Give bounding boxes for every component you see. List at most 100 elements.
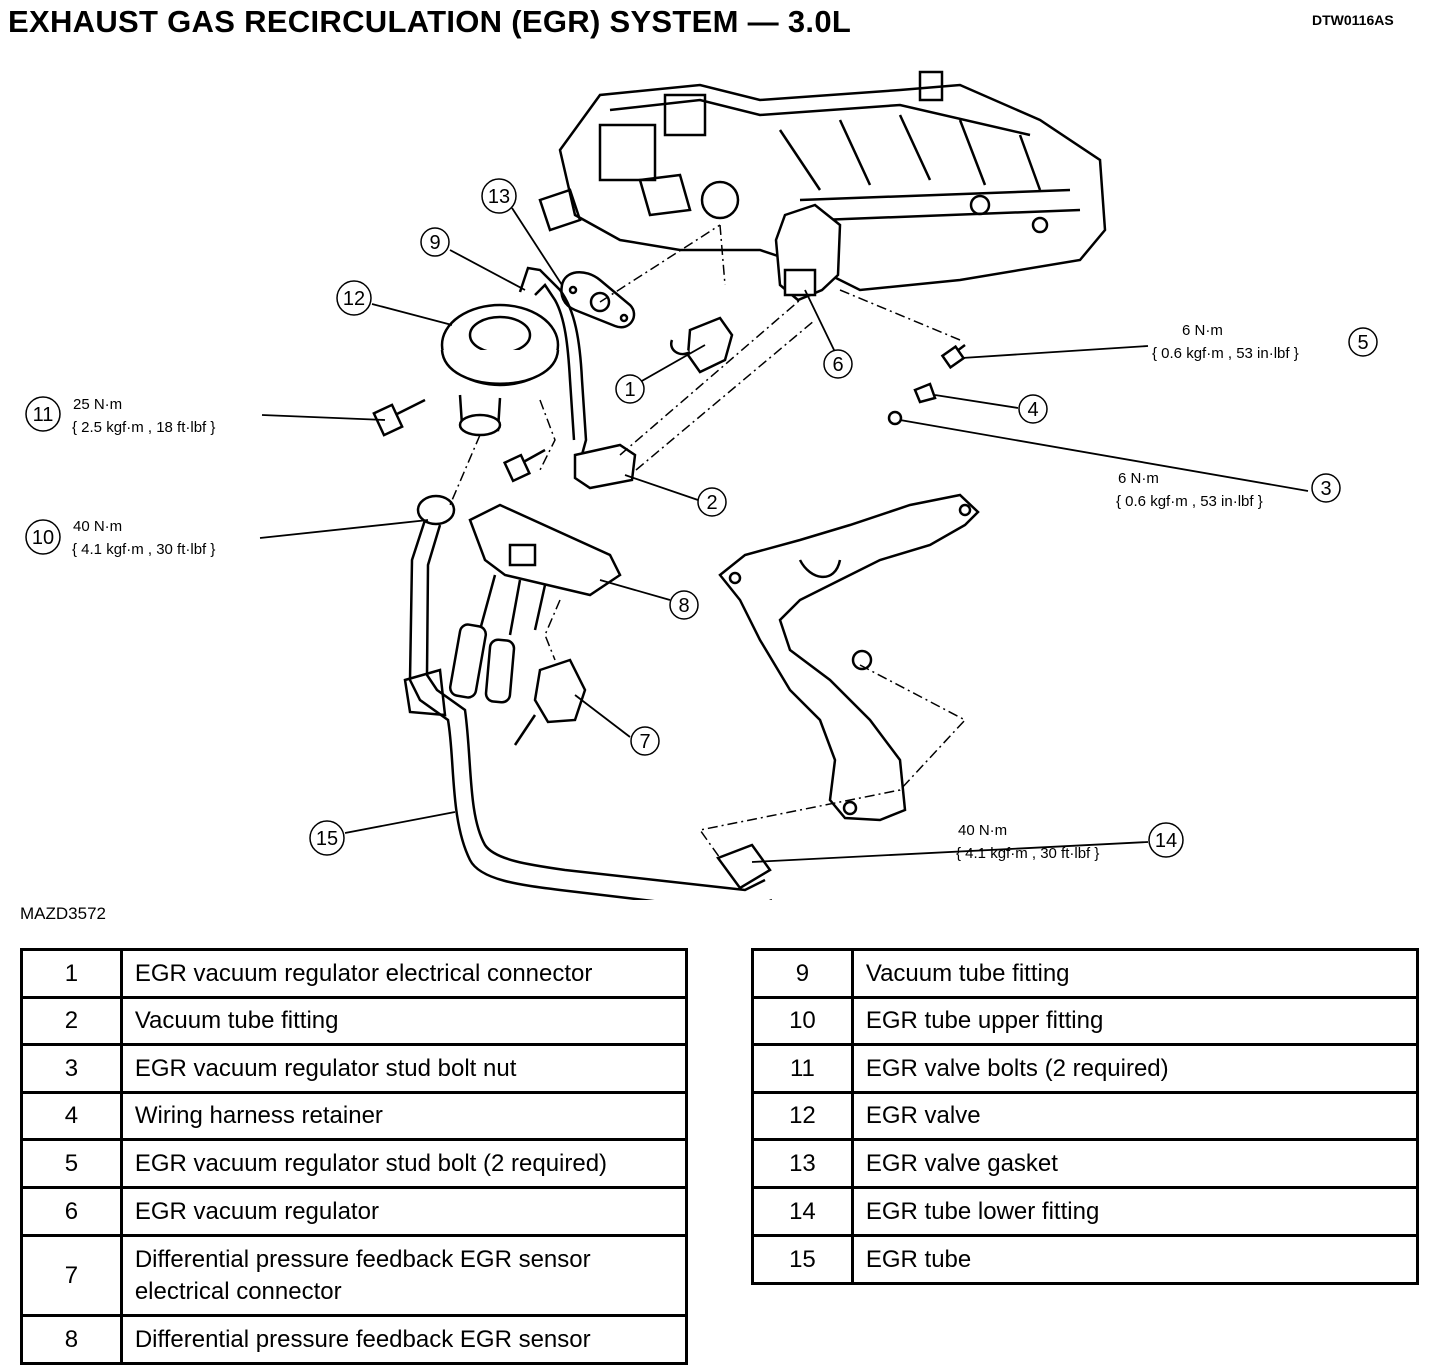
legend-description: EGR valve — [850, 1091, 1420, 1141]
egr-vacuum-regulator — [774, 203, 842, 302]
legend-number: 5 — [20, 1138, 123, 1189]
legend-number: 14 — [751, 1186, 854, 1237]
svg-text:6: 6 — [832, 354, 843, 376]
dpfe-sensor — [468, 503, 622, 636]
callout-13: 13 — [481, 178, 517, 214]
callout-7: 7 — [630, 726, 660, 756]
legend-row: 8 Differential pressure feedback EGR sen… — [20, 1314, 689, 1365]
legend-number: 8 — [20, 1314, 123, 1365]
callout-1: 1 — [615, 374, 645, 404]
svg-text:7: 7 — [639, 731, 650, 753]
svg-text:5: 5 — [1357, 332, 1368, 354]
legend-number: 6 — [20, 1186, 123, 1237]
legend-number: 13 — [751, 1138, 854, 1189]
legend-number: 9 — [751, 948, 854, 999]
legend-row: 15 EGR tube — [751, 1234, 1420, 1285]
legend-row: 14 EGR tube lower fitting — [751, 1186, 1420, 1237]
svg-text:11: 11 — [33, 404, 54, 426]
legend-description: EGR valve bolts (2 required) — [850, 1043, 1420, 1094]
callout-4: 4 — [1018, 394, 1048, 424]
legend-description: EGR tube lower fitting — [850, 1186, 1420, 1237]
egr-valve-gasket — [560, 271, 636, 329]
svg-text:14: 14 — [1155, 830, 1177, 852]
regulator-stud-bolt — [940, 344, 966, 370]
legend-row: 11 EGR valve bolts (2 required) — [751, 1043, 1420, 1094]
legend-description: EGR vacuum regulator — [119, 1186, 689, 1237]
svg-text:25 N·m: 25 N·m — [73, 396, 122, 413]
legend-description: Vacuum tube fitting — [119, 996, 689, 1046]
svg-text:12: 12 — [343, 288, 365, 310]
svg-text:2: 2 — [706, 492, 717, 514]
legend-description: EGR vacuum regulator stud bolt nut — [119, 1043, 689, 1094]
svg-text:{ 0.6 kgf·m , 53 in·lbf }: { 0.6 kgf·m , 53 in·lbf } — [1152, 345, 1299, 362]
svg-text:{ 0.6 kgf·m , 53 in·lbf }: { 0.6 kgf·m , 53 in·lbf } — [1116, 493, 1263, 510]
legend-number: 10 — [751, 996, 854, 1046]
legend-number: 15 — [751, 1234, 854, 1285]
vacuum-tube — [518, 266, 588, 463]
legend-number: 12 — [751, 1091, 854, 1141]
vacuum-tube-fitting — [573, 443, 637, 490]
stud-bolt-nut — [887, 410, 903, 426]
torque-spec-11: 25 N·m { 2.5 kgf·m , 18 ft·lbf } — [72, 396, 215, 436]
legend-table-right: 9 Vacuum tube fitting 10 EGR tube upper … — [751, 948, 1420, 1285]
legend-description-line: Differential pressure feedback EGR senso… — [134, 1245, 591, 1273]
legend-number: 1 — [20, 948, 123, 999]
legend-number: 7 — [20, 1234, 123, 1317]
legend-description: Differential pressure feedback EGR senso… — [119, 1234, 689, 1317]
alignment-lines — [449, 224, 967, 859]
callout-2: 2 — [697, 487, 727, 517]
svg-text:40 N·m: 40 N·m — [73, 518, 122, 535]
svg-text:15: 15 — [316, 828, 338, 850]
legend-row: 1 EGR vacuum regulator electrical connec… — [20, 948, 689, 999]
callout-15: 15 — [309, 820, 345, 856]
callout-12: 12 — [336, 280, 372, 316]
legend-row: 4 Wiring harness retainer — [20, 1091, 689, 1141]
dpfe-hoses — [448, 623, 516, 704]
svg-text:1: 1 — [624, 379, 635, 401]
legend-description: EGR vacuum regulator electrical connecto… — [119, 948, 689, 999]
legend-description: Differential pressure feedback EGR senso… — [119, 1314, 689, 1365]
legend-row: 2 Vacuum tube fitting — [20, 996, 689, 1046]
svg-text:6 N·m: 6 N·m — [1118, 470, 1159, 487]
leader-lines — [259, 207, 1309, 863]
figure-id: MAZD3572 — [20, 904, 106, 923]
egr-exploded-diagram: 1 2 3 4 5 6 7 8 9 10 11 12 — [25, 70, 1378, 900]
callout-11: 11 — [25, 396, 61, 432]
callout-5: 5 — [1348, 327, 1378, 357]
wiring-harness-retainer — [913, 382, 937, 404]
svg-text:3: 3 — [1320, 478, 1331, 500]
legend-description: EGR tube — [850, 1234, 1420, 1285]
legend-number: 2 — [20, 996, 123, 1046]
svg-text:{ 4.1 kgf·m , 30 ft·lbf }: { 4.1 kgf·m , 30 ft·lbf } — [956, 845, 1099, 862]
svg-text:10: 10 — [32, 527, 54, 549]
callout-3: 3 — [1311, 473, 1341, 503]
exhaust-manifold — [718, 493, 980, 822]
callout-8: 8 — [669, 590, 699, 620]
legend-number: 3 — [20, 1043, 123, 1094]
legend-description: EGR valve gasket — [850, 1138, 1420, 1189]
egr-valve — [440, 303, 560, 437]
legend-row: 3 EGR vacuum regulator stud bolt nut — [20, 1043, 689, 1094]
callout-14: 14 — [1148, 822, 1184, 858]
legend-row: 12 EGR valve — [751, 1091, 1420, 1141]
svg-text:13: 13 — [488, 186, 510, 208]
regulator-electrical-connector — [669, 316, 734, 374]
callout-6: 6 — [823, 349, 853, 379]
torque-spec-3: 6 N·m { 0.6 kgf·m , 53 in·lbf } — [1116, 470, 1263, 510]
legend-description-line: electrical connector — [134, 1277, 342, 1305]
egr-valve-bolts — [372, 398, 546, 483]
intake-manifold — [538, 70, 1107, 292]
svg-text:8: 8 — [678, 595, 689, 617]
callout-10: 10 — [25, 519, 61, 555]
legend-description: EGR tube upper fitting — [850, 996, 1420, 1046]
svg-text:4: 4 — [1027, 399, 1038, 421]
torque-spec-10: 40 N·m { 4.1 kgf·m , 30 ft·lbf } — [72, 518, 215, 558]
page-title: EXHAUST GAS RECIRCULATION (EGR) SYSTEM —… — [8, 4, 852, 39]
svg-text:{ 2.5 kgf·m , 18 ft·lbf }: { 2.5 kgf·m , 18 ft·lbf } — [72, 419, 215, 436]
torque-spec-5: 6 N·m { 0.6 kgf·m , 53 in·lbf } — [1152, 322, 1299, 362]
legend-description: Wiring harness retainer — [119, 1091, 689, 1141]
legend-description: Vacuum tube fitting — [850, 948, 1420, 999]
legend-row: 5 EGR vacuum regulator stud bolt (2 requ… — [20, 1138, 689, 1189]
legend-row: 10 EGR tube upper fitting — [751, 996, 1420, 1046]
legend-description: EGR vacuum regulator stud bolt (2 requir… — [119, 1138, 689, 1189]
